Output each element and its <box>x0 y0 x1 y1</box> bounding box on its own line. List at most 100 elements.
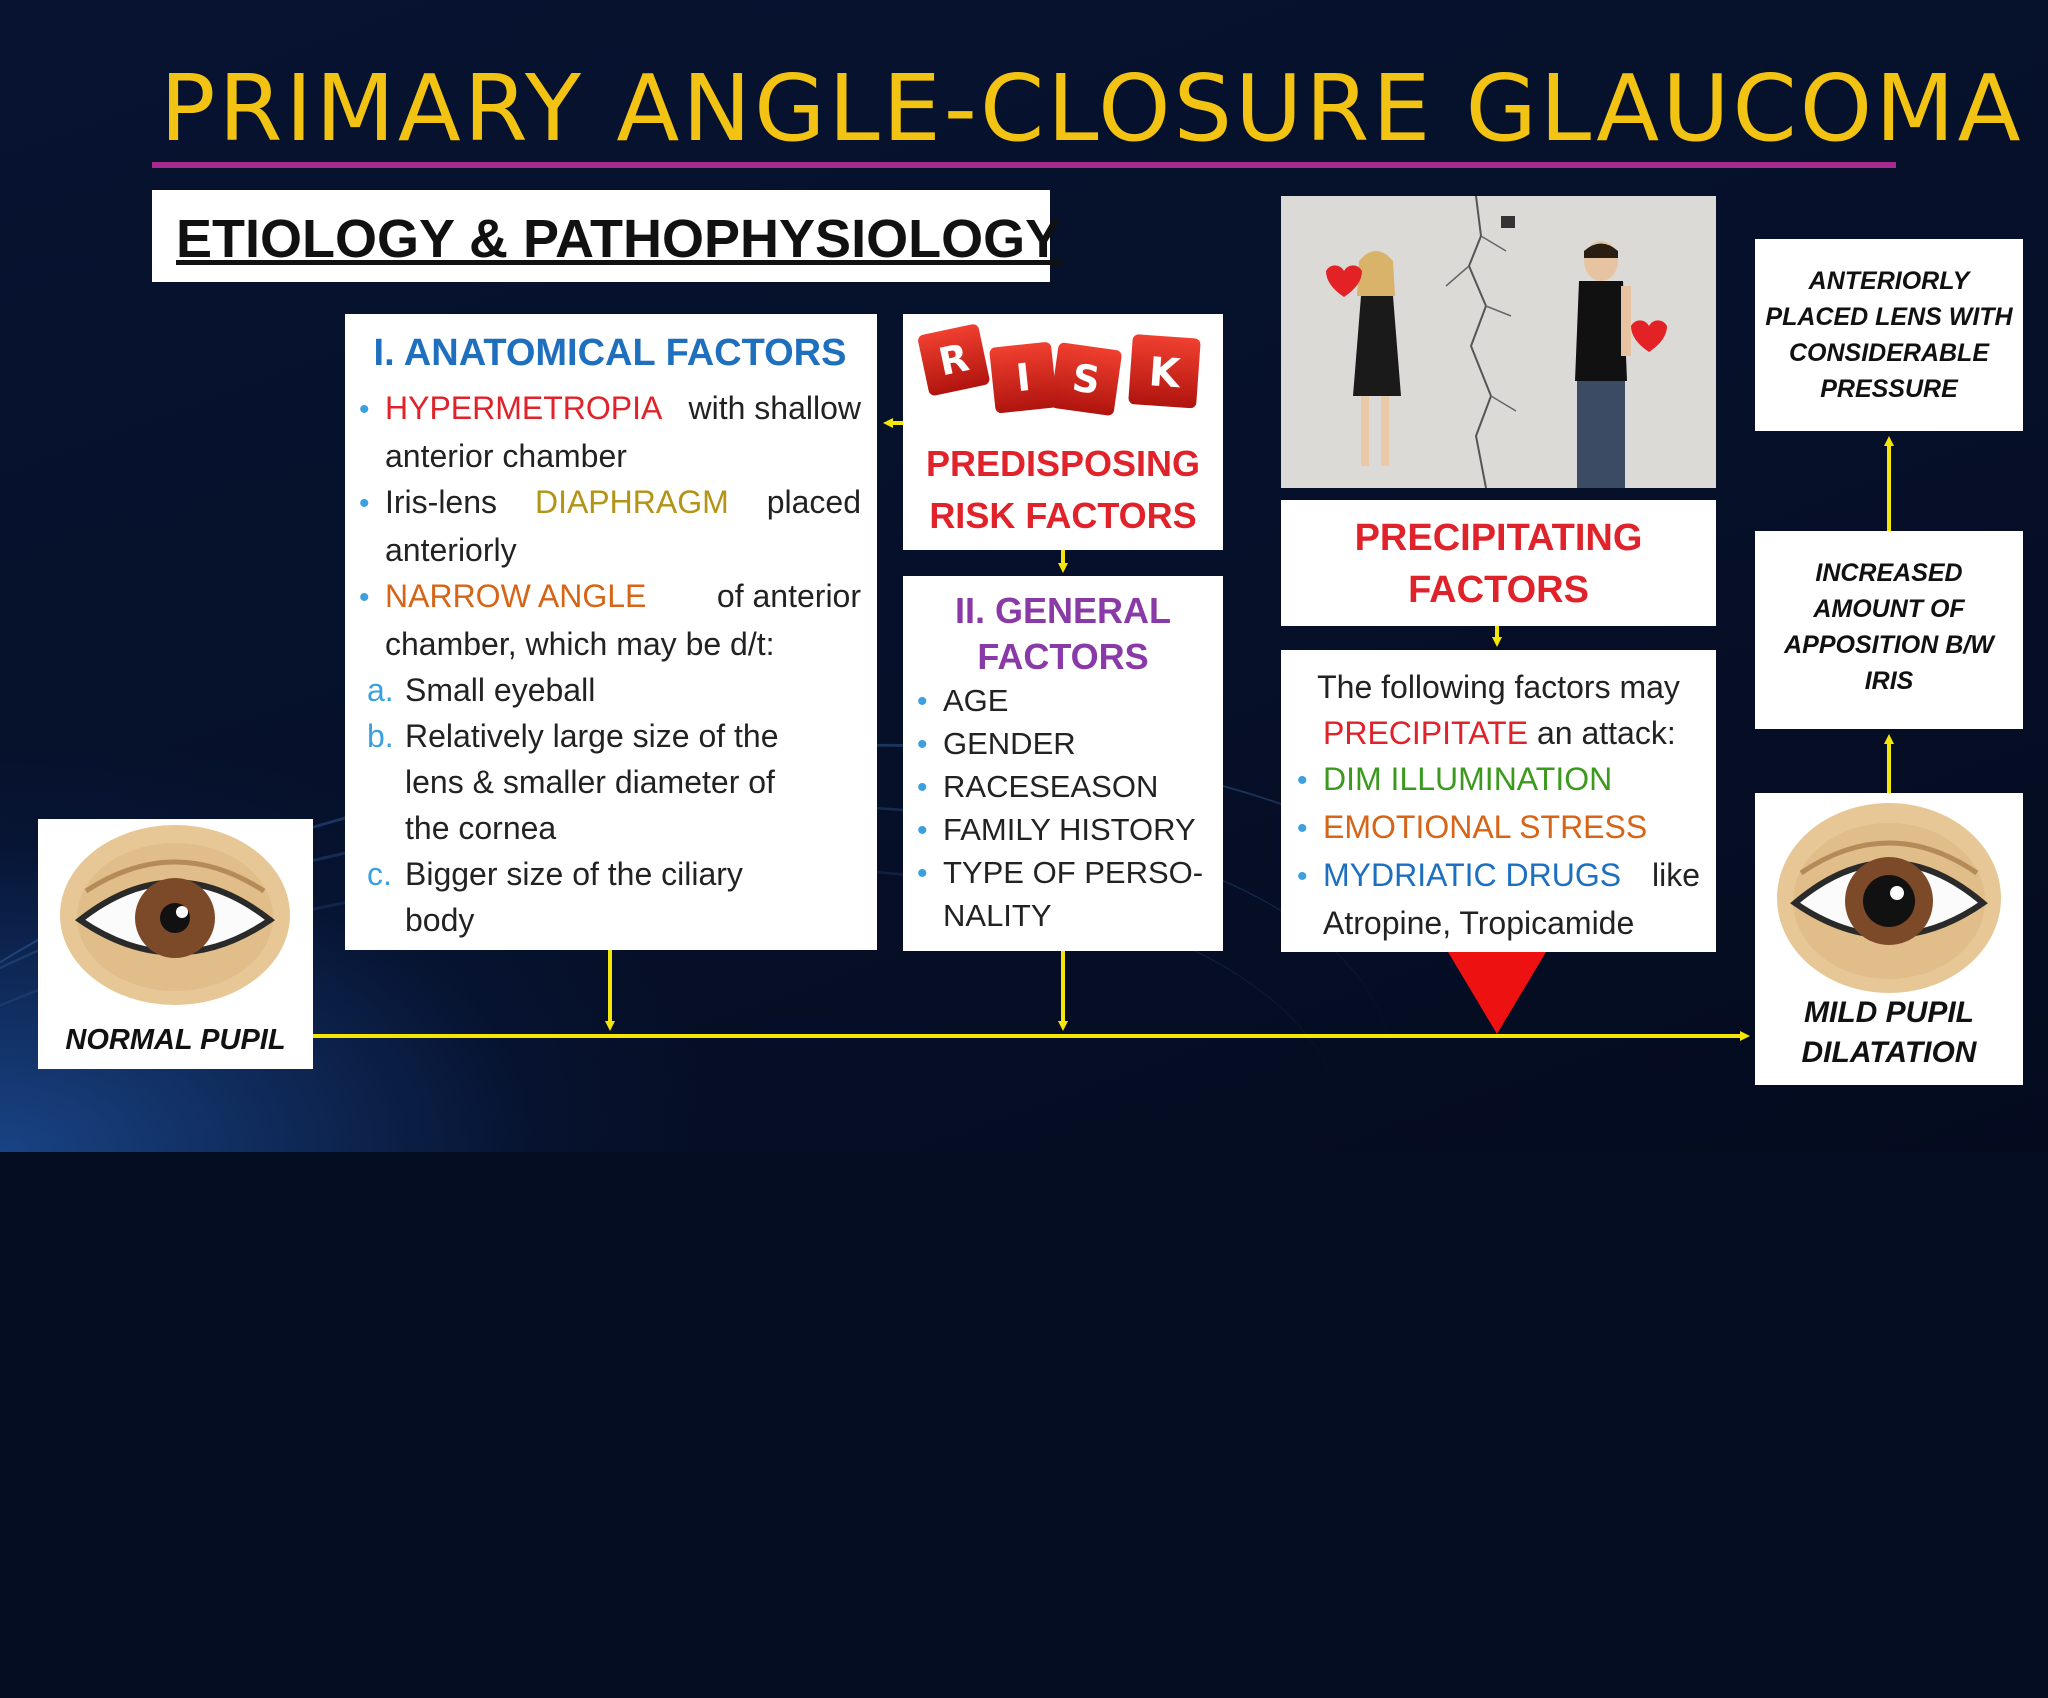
item-marker: b. <box>367 718 394 754</box>
normal-pupil-label: NORMAL PUPIL <box>65 1024 286 1056</box>
anterior-lens-box: ANTERIORLY PLACED LENS WITH CONSIDERABLE… <box>1755 239 2023 431</box>
intro-text: PRECIPITATE an attack: <box>1297 710 1700 756</box>
box-text: INCREASED <box>1815 559 1963 587</box>
list-text: Small eyeball <box>405 672 596 708</box>
anatomical-factors-panel: I. ANATOMICAL FACTORS • HYPERMETROPIA wit… <box>345 314 877 950</box>
bullet-icon: • <box>1297 860 1308 893</box>
list-item: • AGE <box>917 680 1223 723</box>
item-marker: a. <box>367 672 394 708</box>
normal-pupil-box: NORMAL PUPIL <box>38 819 313 1069</box>
general-factors-panel: II. GENERAL FACTORS • AGE • GENDER • RACESE… <box>903 576 1223 951</box>
label-line: DILATATION <box>1801 1036 1977 1069</box>
highlight-text: PRECIPITATE <box>1323 715 1529 751</box>
list-item: • MYDRIATIC DRUGS like <box>1297 852 1700 900</box>
list-text: Iris-lens <box>385 484 498 520</box>
list-text: Atropine, Tropicamide <box>1323 905 1635 941</box>
label-line: MILD PUPIL <box>1804 996 1974 1029</box>
mild-pupil-dilatation-box: MILD PUPIL DILATATION <box>1755 793 2023 1085</box>
cube-letter: S <box>1069 355 1102 402</box>
subtitle-box: ETIOLOGY & PATHOPHYSIOLOGY <box>152 190 1061 282</box>
list-item: • DIM ILLUMINATION <box>1297 756 1700 804</box>
mild-pupil-label: MILD PUPIL DILATATION <box>1755 993 2023 1073</box>
list-text: Relatively large size of the <box>405 718 779 754</box>
list-text: GENDER <box>943 726 1076 761</box>
bullet-icon: • <box>917 857 928 890</box>
stress-couple-photo <box>1281 196 1716 488</box>
bullet-icon: • <box>359 393 370 426</box>
bullet-icon: • <box>917 685 928 718</box>
intro-text: The following factors may <box>1317 669 1680 705</box>
sub-list-item: b. Relatively large size of the <box>359 713 861 759</box>
list-text: placed <box>766 484 861 520</box>
list-text: Bigger size of the ciliary <box>405 856 743 892</box>
sub-list-item: c. Bigger size of the ciliary <box>359 851 861 897</box>
flow-connectors <box>313 418 1894 1041</box>
list-text: NALITY <box>943 898 1052 933</box>
cube-letter: I <box>1014 355 1033 400</box>
iris-apposition-box: INCREASED AMOUNT OF APPOSITION B/W IRIS <box>1755 531 2023 729</box>
list-item: • EMOTIONAL STRESS <box>1297 804 1700 852</box>
label-line: PREDISPOSING <box>925 443 1201 484</box>
list-text: AGE <box>943 683 1009 718</box>
label-line: RISK FACTORS <box>929 495 1197 536</box>
bullet-icon: • <box>359 581 370 614</box>
bullet-icon: • <box>917 771 928 804</box>
list-text: chamber, which may be d/t: <box>385 626 775 662</box>
box-text: PLACED LENS WITH <box>1765 303 2013 331</box>
box-text: ANTERIORLY <box>1808 267 1970 295</box>
list-text: anterior chamber <box>385 438 627 474</box>
box-text: APPOSITION B/W <box>1784 631 1994 659</box>
precipitating-label: PRECIPITATING FACTORS <box>1281 500 1716 616</box>
title-divider <box>152 162 1896 168</box>
list-text: FAMILY HISTORY <box>943 812 1196 847</box>
sub-list-item: a. Small eyeball <box>359 667 861 713</box>
normal-eye-icon <box>60 825 290 1005</box>
list-text: like <box>1651 857 1700 893</box>
bullet-icon: • <box>1297 764 1308 797</box>
list-text: RACESEASON <box>943 769 1159 804</box>
list-text: body <box>405 902 475 938</box>
list-item: • NARROW ANGLE of anterior <box>359 573 861 621</box>
list-text: anteriorly <box>385 532 517 568</box>
precipitating-factors-box: PRECIPITATING FACTORS <box>1281 500 1716 626</box>
list-text: of anterior <box>716 578 861 614</box>
heading-line: FACTORS <box>977 636 1149 677</box>
slide-title: PRIMARY ANGLE-CLOSURE GLAUCOMA <box>160 55 2024 162</box>
box-text: IRIS <box>1864 667 1914 695</box>
precipitating-description-panel: The following factors may PRECIPITATE an… <box>1281 650 1716 952</box>
bullet-icon: • <box>359 487 370 520</box>
cube-letter: K <box>1147 349 1183 397</box>
item-marker: c. <box>367 856 392 892</box>
box-text: PRESSURE <box>1820 375 1958 403</box>
box-text: AMOUNT OF <box>1813 595 1965 623</box>
highlight-text: NARROW ANGLE <box>385 578 647 614</box>
bullet-icon: • <box>917 728 928 761</box>
predisposing-risk-box: R I S K PREDISPOSING RISK FACTORS <box>903 314 1223 550</box>
risk-cubes-image: R I S K <box>918 324 1201 416</box>
list-text: lens & smaller diameter of <box>405 764 775 800</box>
dilated-eye-icon <box>1777 803 2001 993</box>
label-line: PRECIPITATING <box>1354 517 1643 559</box>
bullet-icon: • <box>917 814 928 847</box>
heading-line: II. GENERAL <box>954 590 1172 631</box>
highlight-text: HYPERMETROPIA <box>385 390 663 426</box>
predisposing-label: PREDISPOSING RISK FACTORS <box>903 438 1223 542</box>
list-item: • Iris-lens DIAPHRAGM placed <box>359 479 861 527</box>
highlight-text: EMOTIONAL STRESS <box>1323 809 1648 845</box>
general-heading: II. GENERAL FACTORS <box>917 588 1223 680</box>
list-text: the cornea <box>405 810 557 846</box>
list-item: • TYPE OF PERSO- <box>917 852 1223 895</box>
box-text: CONSIDERABLE <box>1788 339 1989 367</box>
highlight-text: DIAPHRAGM <box>534 484 729 520</box>
list-item: • GENDER <box>917 723 1223 766</box>
highlight-text: MYDRIATIC DRUGS <box>1323 857 1622 893</box>
anatomical-heading: I. ANATOMICAL FACTORS <box>373 332 847 374</box>
slide-subtitle: ETIOLOGY & PATHOPHYSIOLOGY <box>176 209 1062 269</box>
label-line: FACTORS <box>1408 569 1589 611</box>
list-text: an attack: <box>1536 715 1676 751</box>
red-down-arrow <box>1448 952 1546 1034</box>
list-text: with shallow <box>688 390 861 426</box>
list-text: TYPE OF PERSO- <box>943 855 1204 890</box>
highlight-text: DIM ILLUMINATION <box>1323 761 1613 797</box>
bullet-icon: • <box>1297 812 1308 845</box>
